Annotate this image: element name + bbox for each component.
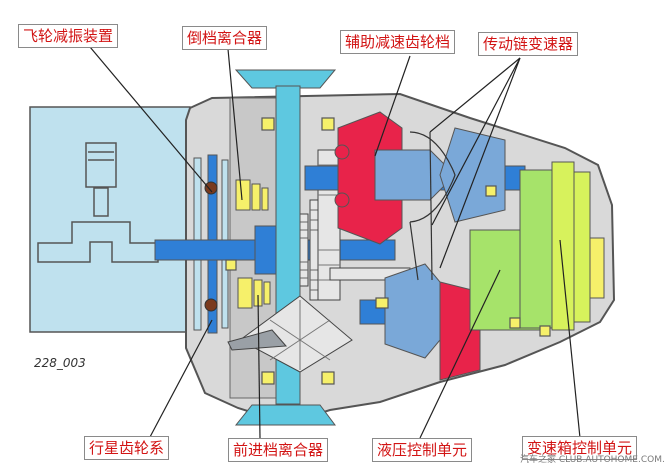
- driving-pulley: [304, 111, 526, 245]
- figure-code: 228_003: [34, 356, 86, 370]
- damper-spring-top: [204, 181, 218, 195]
- pulley-bearing-top: [334, 144, 350, 160]
- label-forward-clutch: 前进档离合器: [228, 438, 329, 462]
- watermark: 汽车之家 CLUB.AUTOHOME.COM.CN: [520, 455, 664, 465]
- label-planetary-gear: 行星齿轮系: [84, 436, 170, 460]
- leader-lines: [89, 46, 581, 439]
- transmission-chain: [409, 131, 456, 281]
- label-chain-transmission: 传动链变速器: [478, 32, 579, 56]
- pulley-bearing-bottom: [334, 192, 350, 208]
- engine-piston: [85, 142, 117, 217]
- engine-crankshaft: [37, 221, 159, 263]
- damper-spring-bottom: [204, 298, 218, 312]
- label-reverse-clutch: 倒档离合器: [182, 26, 268, 50]
- forward-clutch: [237, 277, 271, 309]
- transmission-control-unit: [551, 161, 605, 331]
- reverse-clutch: [235, 179, 269, 211]
- label-aux-reduction-gear: 辅助减速齿轮档: [340, 30, 456, 54]
- label-flywheel-damper: 飞轮减振装置: [18, 24, 119, 48]
- hydraulic-control-unit: [469, 169, 555, 331]
- differential: [227, 295, 353, 373]
- label-transmission-control: 变速箱控制单元: [522, 436, 638, 460]
- label-hydraulic-control: 液压控制单元: [372, 438, 473, 462]
- engine-block: [29, 106, 191, 333]
- bearings: [225, 117, 551, 385]
